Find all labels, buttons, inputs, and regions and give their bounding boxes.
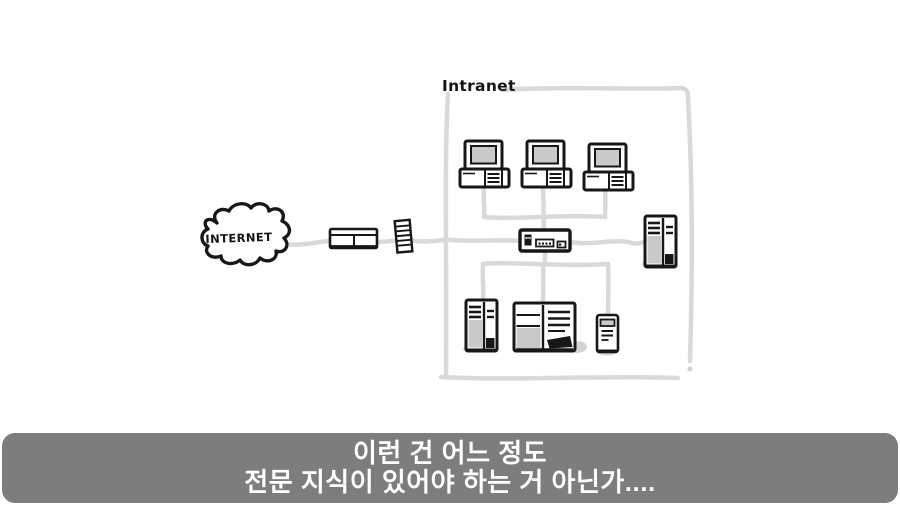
upper-bus bbox=[481, 213, 608, 221]
server-right-icon bbox=[643, 214, 678, 269]
intranet-box-left bbox=[443, 91, 451, 377]
server-bottom-icon bbox=[464, 298, 499, 353]
intranet-box-top bbox=[500, 85, 691, 100]
server-rack-icon bbox=[512, 301, 577, 353]
intranet-box-bottom bbox=[438, 374, 681, 381]
link-server2-drop bbox=[480, 261, 486, 303]
workstation-1-icon bbox=[458, 139, 511, 189]
subtitle-line-1: 이런 건 어느 정도 bbox=[352, 438, 548, 468]
internet-cloud-icon: INTERNET bbox=[200, 202, 292, 267]
intranet-box-right bbox=[685, 94, 694, 364]
subtitle-line-2: 전문 지식이 있어야 하는 거 아닌가.... bbox=[244, 467, 656, 497]
subtitle-bar: 이런 건 어느 정도 전문 지식이 있어야 하는 거 아닌가.... bbox=[2, 433, 898, 503]
intranet-label: Intranet bbox=[442, 77, 516, 95]
link-pc1-drop bbox=[481, 185, 487, 220]
modem-icon bbox=[328, 227, 379, 250]
intranet-box-dot bbox=[687, 366, 693, 372]
small-tower-icon bbox=[595, 313, 620, 354]
link-switch-to-server bbox=[567, 239, 649, 246]
switch-icon bbox=[518, 228, 572, 253]
workstation-3-icon bbox=[582, 142, 635, 192]
link-internet-to-switch bbox=[278, 237, 523, 247]
firewall-icon bbox=[393, 218, 414, 254]
connection-lines bbox=[278, 185, 649, 318]
intranet-box bbox=[438, 85, 694, 381]
workstation-2-icon bbox=[520, 139, 573, 189]
link-pc2-drop bbox=[540, 185, 547, 233]
internet-label: INTERNET bbox=[205, 230, 272, 246]
workstation-icons bbox=[458, 139, 635, 192]
lower-bus bbox=[480, 260, 611, 268]
